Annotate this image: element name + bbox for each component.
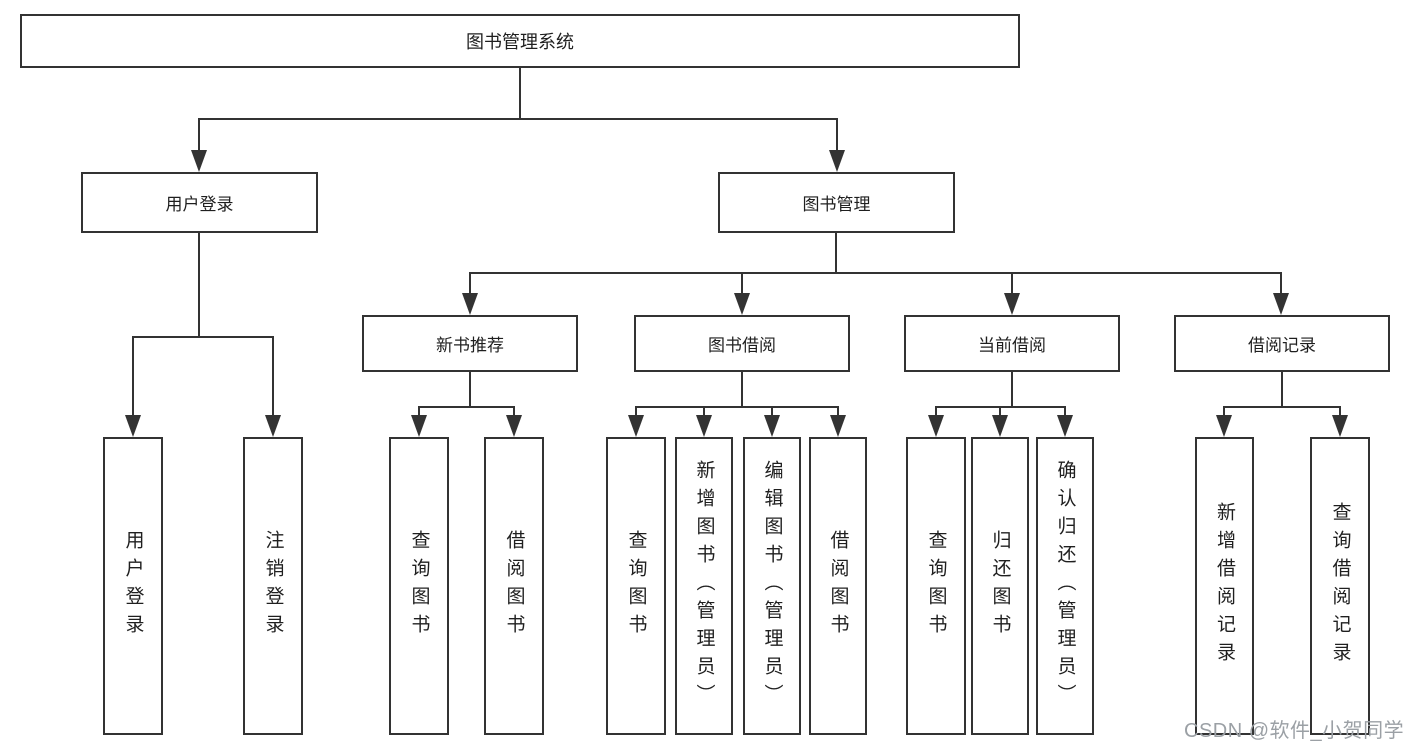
- arrowhead-icon: [628, 415, 644, 437]
- arrowhead-icon: [265, 415, 281, 437]
- node-book-management: 图书管理: [718, 172, 955, 233]
- node-book-borrow: 图书借阅: [634, 315, 850, 372]
- leaf-borrow-book: 借阅图书: [809, 437, 867, 735]
- connector-drop-leaf: [935, 406, 937, 417]
- arrowhead-icon: [506, 415, 522, 437]
- connector-book-borrow-distributor: [635, 406, 839, 408]
- leaf-label: 编辑图书（管理员）: [761, 460, 783, 712]
- connector-drop-leaf: [418, 406, 420, 417]
- connector-drop-borrow-records: [1280, 272, 1282, 297]
- arrowhead-icon: [125, 415, 141, 437]
- connector-book-management-stem: [835, 233, 837, 274]
- connector-drop-book-borrow: [741, 272, 743, 297]
- connector-new-book-recommend-distributor: [418, 406, 515, 408]
- connector-drop-leaf: [1064, 406, 1066, 417]
- leaf-add-book: 新增图书（管理员）: [675, 437, 733, 735]
- connector-root-stem: [519, 68, 521, 120]
- connector-book-management-distributor: [469, 272, 1282, 274]
- connector-drop-leaf: [635, 406, 637, 417]
- connector-drop-leaf: [999, 406, 1001, 417]
- node-borrow-records: 借阅记录: [1174, 315, 1390, 372]
- leaf-return-book: 归还图书: [971, 437, 1029, 735]
- leaf-label: 确认归还（管理员）: [1054, 460, 1076, 712]
- connector-user-login-stem: [198, 233, 200, 338]
- arrowhead-icon: [829, 150, 845, 172]
- connector-user-login-distributor: [132, 336, 274, 338]
- leaf-user-login: 用户登录: [103, 437, 163, 735]
- arrowhead-icon: [1216, 415, 1232, 437]
- arrowhead-icon: [191, 150, 207, 172]
- connector-drop-leaf-user-login: [132, 336, 134, 417]
- leaf-label: 借阅图书: [827, 530, 849, 642]
- arrowhead-icon: [734, 293, 750, 315]
- connector-drop-leaf: [703, 406, 705, 417]
- leaf-label: 新增图书（管理员）: [693, 460, 715, 712]
- arrowhead-icon: [411, 415, 427, 437]
- arrowhead-icon: [764, 415, 780, 437]
- connector-current-borrow-stem: [1011, 372, 1013, 408]
- csdn-watermark: CSDN @软件_小贺同学: [1184, 720, 1405, 742]
- connector-new-book-recommend-stem: [469, 372, 471, 408]
- leaf-add-borrow-record: 新增借阅记录: [1195, 437, 1254, 735]
- connector-drop-leaf: [1339, 406, 1341, 417]
- connector-drop-user-login: [198, 118, 200, 154]
- node-current-borrow: 当前借阅: [904, 315, 1120, 372]
- node-root: 图书管理系统: [20, 14, 1020, 68]
- arrowhead-icon: [696, 415, 712, 437]
- leaf-edit-book: 编辑图书（管理员）: [743, 437, 801, 735]
- arrowhead-icon: [928, 415, 944, 437]
- leaf-query-book-borrow: 查询图书: [606, 437, 666, 735]
- arrowhead-icon: [830, 415, 846, 437]
- leaf-confirm-return: 确认归还（管理员）: [1036, 437, 1094, 735]
- leaf-label: 用户登录: [122, 530, 144, 642]
- node-user-login: 用户登录: [81, 172, 318, 233]
- leaf-label: 注销登录: [262, 530, 284, 642]
- connector-drop-leaf-logout: [272, 336, 274, 417]
- leaf-query-borrow-record: 查询借阅记录: [1310, 437, 1370, 735]
- connector-root-distributor: [198, 118, 838, 120]
- connector-drop-leaf: [1223, 406, 1225, 417]
- leaf-query-book-current: 查询图书: [906, 437, 966, 735]
- leaf-label: 查询图书: [408, 530, 430, 642]
- leaf-label: 查询借阅记录: [1329, 502, 1351, 670]
- connector-drop-current-borrow: [1011, 272, 1013, 297]
- arrowhead-icon: [1332, 415, 1348, 437]
- connector-drop-leaf: [513, 406, 515, 417]
- connector-borrow-records-stem: [1281, 372, 1283, 408]
- connector-book-borrow-stem: [741, 372, 743, 408]
- connector-drop-leaf: [837, 406, 839, 417]
- leaf-label: 归还图书: [989, 530, 1011, 642]
- leaf-borrow-book-recommend: 借阅图书: [484, 437, 544, 735]
- leaf-logout: 注销登录: [243, 437, 303, 735]
- arrowhead-icon: [992, 415, 1008, 437]
- leaf-label: 查询图书: [625, 530, 647, 642]
- arrowhead-icon: [1057, 415, 1073, 437]
- connector-drop-new-book-recommend: [469, 272, 471, 297]
- node-new-book-recommend: 新书推荐: [362, 315, 578, 372]
- connector-borrow-records-distributor: [1223, 406, 1341, 408]
- connector-drop-leaf: [771, 406, 773, 417]
- leaf-query-book-recommend: 查询图书: [389, 437, 449, 735]
- leaf-label: 新增借阅记录: [1214, 502, 1235, 670]
- arrowhead-icon: [1273, 293, 1289, 315]
- leaf-label: 借阅图书: [503, 530, 525, 642]
- arrowhead-icon: [1004, 293, 1020, 315]
- connector-drop-book-management: [836, 118, 838, 154]
- arrowhead-icon: [462, 293, 478, 315]
- leaf-label: 查询图书: [925, 530, 947, 642]
